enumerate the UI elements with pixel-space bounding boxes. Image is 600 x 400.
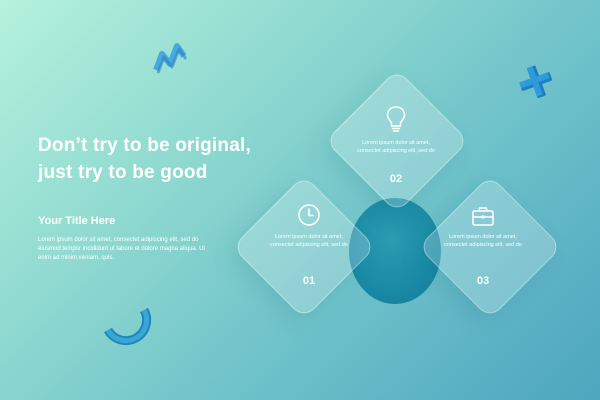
zigzag-shape [153, 43, 188, 74]
arc-shape [104, 307, 152, 346]
plus-shape [519, 65, 553, 99]
briefcase-icon [472, 207, 494, 226]
card-2: Lorem ipsum dolor sit amet, consectet ad… [351, 105, 441, 185]
card-1-text: Lorem ipsum dolor sit amet, consectet ad… [270, 234, 348, 248]
headline-line-2: just try to be good [38, 162, 208, 183]
card-2-number: 02 [389, 173, 403, 185]
body-text: Lorem ipsum dolor sit amet, consectet ad… [38, 237, 206, 261]
card-3-text: Lorem ipsum dolor sit amet, consectet ad… [444, 234, 522, 248]
headline: Don’t try to be original, just try to be… [38, 132, 251, 186]
card-3: Lorem ipsum dolor sit amet, consectet ad… [438, 205, 528, 287]
card-1-number: 01 [302, 275, 316, 287]
lightbulb-icon [386, 106, 406, 132]
clock-icon [298, 204, 320, 226]
card-1: Lorem ipsum dolor sit amet, consectet ad… [264, 203, 354, 287]
card-3-number: 03 [476, 275, 490, 287]
headline-line-1: Don’t try to be original, [38, 135, 251, 156]
card-2-text: Lorem ipsum dolor sit amet, consectet ad… [357, 140, 435, 154]
title-text: Your Title Here [38, 215, 116, 227]
center-circle [349, 198, 441, 304]
